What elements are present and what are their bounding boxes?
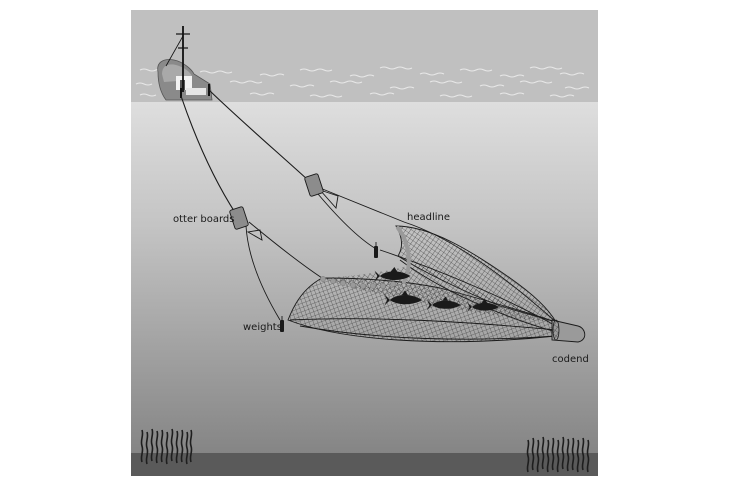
bridles: [245, 187, 405, 321]
warp-right: [208, 89, 309, 181]
seabed: [131, 453, 598, 476]
label-weights: weights: [243, 322, 282, 333]
footrope-floats: [320, 276, 396, 289]
surface-waves: [135, 66, 590, 98]
label-otter-boards: otter boards: [173, 214, 235, 225]
otter-board-right: [304, 173, 324, 197]
label-codend: codend: [552, 354, 589, 365]
weight-left: [280, 320, 284, 332]
otter-board-left: [229, 206, 249, 230]
codend: [551, 319, 586, 343]
warp-left: [180, 95, 237, 215]
label-headline: headline: [407, 212, 450, 223]
weight-right: [374, 246, 378, 258]
